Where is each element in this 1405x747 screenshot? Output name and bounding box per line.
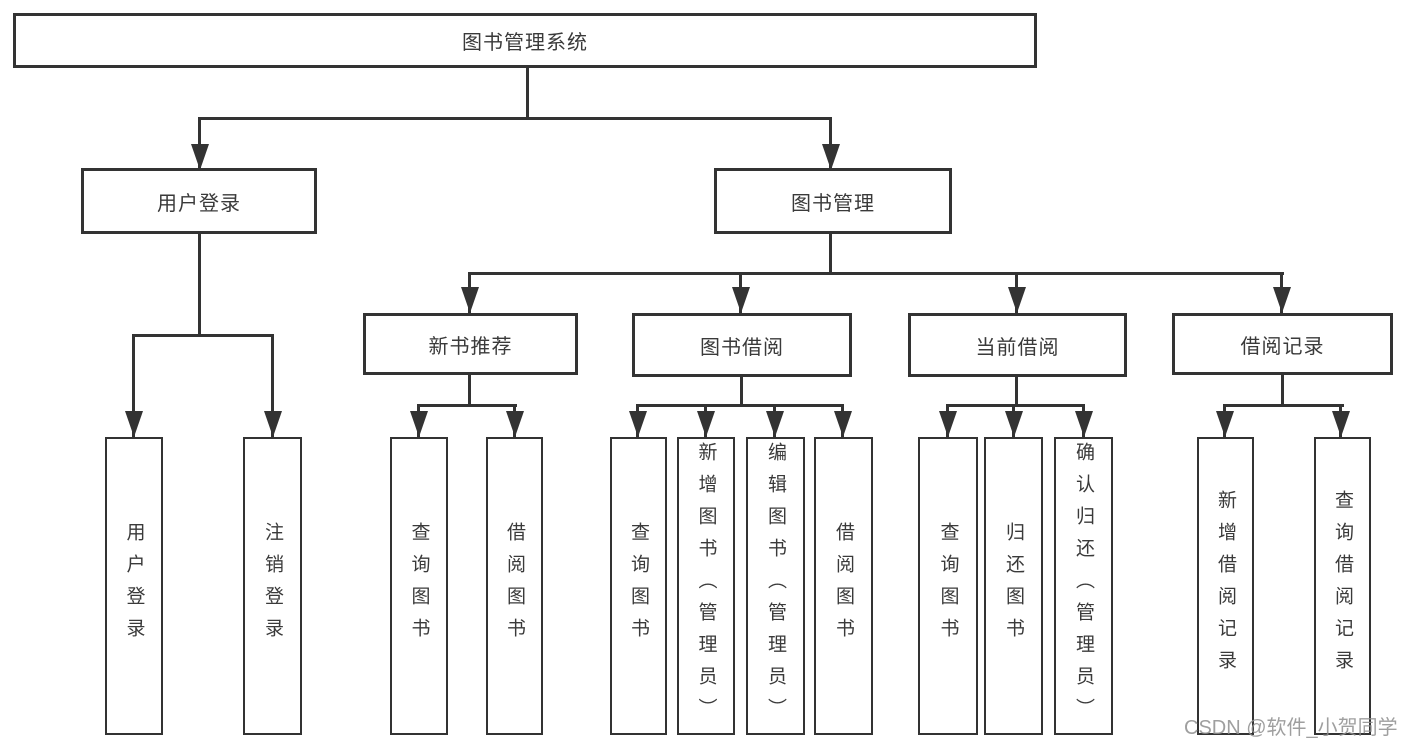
connector-current-borrow-stem bbox=[1015, 377, 1018, 407]
node-user-login: 用户登录 bbox=[81, 168, 317, 234]
node-book-management-label: 图书管理 bbox=[791, 192, 875, 215]
node-borrowing-records-label: 借阅记录 bbox=[1240, 335, 1325, 358]
connector-user-login-bar bbox=[132, 334, 274, 337]
arrow-to-current-borrowing bbox=[1015, 272, 1018, 313]
arrow-to-query-books-3 bbox=[946, 404, 949, 437]
arrow-to-book-borrowing bbox=[739, 272, 742, 313]
arrow-to-leaf-logout bbox=[271, 334, 274, 437]
connector-root-bar bbox=[198, 117, 832, 120]
arrow-to-book-management bbox=[829, 117, 832, 170]
leaf-add-borrow-record: 新增借阅记录 bbox=[1197, 437, 1254, 735]
arrow-to-user-login bbox=[198, 117, 201, 170]
node-borrowing-records: 借阅记录 bbox=[1172, 313, 1393, 375]
node-root: 图书管理系统 bbox=[13, 13, 1037, 68]
leaf-edit-book-admin: 编辑图书（管理员） bbox=[746, 437, 805, 735]
node-new-book-recommend: 新书推荐 bbox=[363, 313, 578, 375]
connector-book-borrow-bar bbox=[636, 404, 844, 407]
leaf-user-login: 用户登录 bbox=[105, 437, 163, 735]
arrow-to-query-books-1 bbox=[417, 404, 420, 437]
leaf-query-borrow-record: 查询借阅记录 bbox=[1314, 437, 1371, 735]
arrow-to-new-book-recommend bbox=[468, 272, 471, 313]
leaf-query-books-recommend: 查询图书 bbox=[390, 437, 448, 735]
connector-book-mgmt-bar bbox=[468, 272, 1284, 275]
node-user-login-label: 用户登录 bbox=[157, 192, 241, 215]
connector-current-borrow-bar bbox=[946, 404, 1085, 407]
arrow-to-add-borrow-record bbox=[1223, 404, 1226, 437]
node-book-borrowing-label: 图书借阅 bbox=[700, 336, 784, 359]
leaf-logout: 注销登录 bbox=[243, 437, 302, 735]
csdn-watermark: CSDN @软件_小贺同学 bbox=[1184, 717, 1398, 739]
connector-book-borrow-stem bbox=[740, 377, 743, 407]
node-current-borrowing: 当前借阅 bbox=[908, 313, 1127, 377]
node-book-borrowing: 图书借阅 bbox=[632, 313, 852, 377]
leaf-return-book: 归还图书 bbox=[984, 437, 1043, 735]
node-root-label: 图书管理系统 bbox=[462, 32, 588, 54]
arrow-to-add-book bbox=[704, 404, 707, 437]
connector-root-stem bbox=[526, 68, 529, 120]
connector-book-mgmt-stem bbox=[829, 234, 832, 275]
connector-user-login-stem bbox=[198, 233, 201, 337]
leaf-query-books-borrowing: 查询图书 bbox=[610, 437, 667, 735]
connector-new-book-bar bbox=[417, 404, 517, 407]
connector-records-stem bbox=[1281, 375, 1284, 407]
arrow-to-query-borrow-record bbox=[1339, 404, 1342, 437]
arrow-to-return-book bbox=[1012, 404, 1015, 437]
node-current-borrowing-label: 当前借阅 bbox=[975, 336, 1060, 359]
arrow-to-query-books-2 bbox=[636, 404, 639, 437]
leaf-query-books-current: 查询图书 bbox=[918, 437, 978, 735]
node-book-management: 图书管理 bbox=[714, 168, 952, 234]
leaf-borrow-books-recommend: 借阅图书 bbox=[486, 437, 543, 735]
arrow-to-borrowing-records bbox=[1280, 272, 1283, 313]
node-new-book-recommend-label: 新书推荐 bbox=[428, 335, 513, 358]
arrow-to-borrow-books-2 bbox=[841, 404, 844, 437]
arrow-to-edit-book bbox=[773, 404, 776, 437]
arrow-to-leaf-user-login bbox=[132, 334, 135, 437]
leaf-add-book-admin: 新增图书（管理员） bbox=[677, 437, 735, 735]
leaf-confirm-return-admin: 确认归还（管理员） bbox=[1054, 437, 1113, 735]
arrow-to-confirm-return bbox=[1082, 404, 1085, 437]
arrow-to-borrow-books-1 bbox=[513, 404, 516, 437]
connector-records-bar bbox=[1223, 404, 1344, 407]
leaf-borrow-books-borrowing: 借阅图书 bbox=[814, 437, 873, 735]
connector-new-book-stem bbox=[468, 375, 471, 407]
